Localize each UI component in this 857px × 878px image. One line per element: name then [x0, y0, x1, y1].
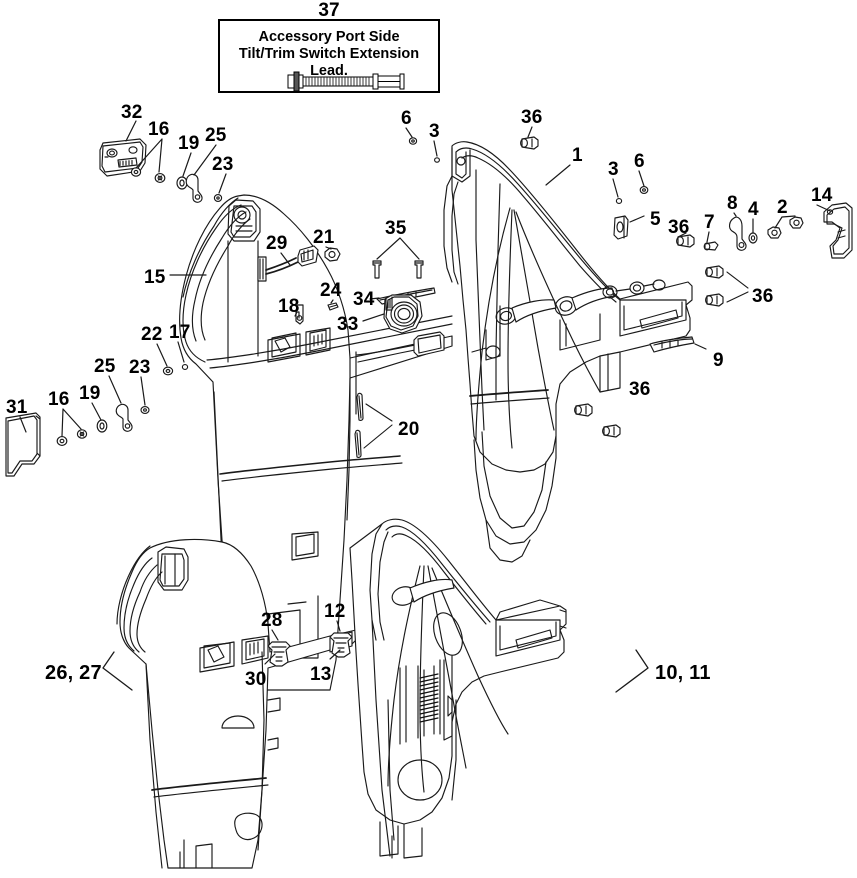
part-35-screws [372, 260, 424, 279]
part-18-clip [295, 304, 304, 325]
hardware-right [408, 136, 853, 438]
part-label-17: 17 [169, 322, 191, 343]
part-label-36: 36 [668, 217, 690, 238]
part-31-bracket [5, 412, 41, 477]
part-21-nut [324, 247, 341, 262]
part-label-23: 23 [129, 357, 151, 378]
part-label-22: 22 [141, 324, 163, 345]
part-label-36: 36 [521, 107, 543, 128]
part-label-10-11: 10, 11 [655, 662, 711, 684]
callout-line-1: Accessory Port Side [258, 29, 400, 45]
part-label-20: 20 [398, 419, 420, 440]
part-1-starboard-cowl [443, 141, 693, 563]
hardware-22-17 [162, 364, 189, 376]
part-29-harness [257, 245, 319, 282]
clips-28-12 [267, 632, 353, 667]
part-label-9: 9 [713, 350, 724, 371]
part-label-24: 24 [320, 280, 342, 301]
part-label-34: 34 [353, 289, 375, 310]
part-label-1: 1 [572, 145, 583, 166]
part-label-15: 15 [144, 267, 166, 288]
callout-box: Accessory Port Side Tilt/Trim Switch Ext… [218, 19, 440, 93]
callout-part-number: 37 [318, 0, 340, 21]
part-label-25: 25 [205, 125, 227, 146]
part-label-12: 12 [324, 601, 346, 622]
part-label-5: 5 [650, 209, 661, 230]
part-label-31: 31 [6, 397, 28, 418]
part-label-8: 8 [727, 193, 738, 214]
part-label-4: 4 [748, 199, 759, 220]
part-20-seals [354, 392, 393, 458]
extension-lead-icon [287, 71, 405, 92]
part-26-27-lower-cowl [116, 538, 357, 869]
part-label-33: 33 [337, 314, 359, 335]
part-label-3: 3 [608, 159, 619, 180]
part-label-18: 18 [278, 296, 300, 317]
hardware-lower-left [56, 403, 150, 446]
part-label-6: 6 [634, 151, 645, 172]
part-label-32: 32 [121, 102, 143, 123]
part-label-23: 23 [212, 154, 234, 175]
part-label-19: 19 [178, 133, 200, 154]
part-label-3: 3 [429, 121, 440, 142]
part-label-36: 36 [629, 379, 651, 400]
part-label-7: 7 [704, 212, 715, 233]
part-label-6: 6 [401, 108, 412, 129]
leader-lines [19, 120, 831, 693]
part-label-28: 28 [261, 610, 283, 631]
part-label-16: 16 [148, 119, 170, 140]
part-label-26-27: 26, 27 [45, 662, 102, 684]
part-label-25: 25 [94, 356, 116, 377]
part-label-35: 35 [385, 218, 407, 239]
part-24-screw [327, 302, 339, 311]
part-label-14: 14 [811, 185, 833, 206]
part-label-21: 21 [313, 227, 335, 248]
hardware-upper-left [130, 167, 223, 203]
callout-line-2: Tilt/Trim Switch Extension Lead. [238, 46, 420, 79]
part-label-2: 2 [777, 197, 788, 218]
part-label-29: 29 [266, 233, 288, 254]
part-32-latch [99, 138, 147, 177]
part-label-19: 19 [79, 383, 101, 404]
part-33-vent [383, 294, 423, 334]
part-label-16: 16 [48, 389, 70, 410]
part-label-30: 30 [245, 669, 267, 690]
part-10-11-lower-assembly [349, 518, 567, 859]
part-label-13: 13 [310, 664, 332, 685]
part-label-36: 36 [752, 286, 774, 307]
